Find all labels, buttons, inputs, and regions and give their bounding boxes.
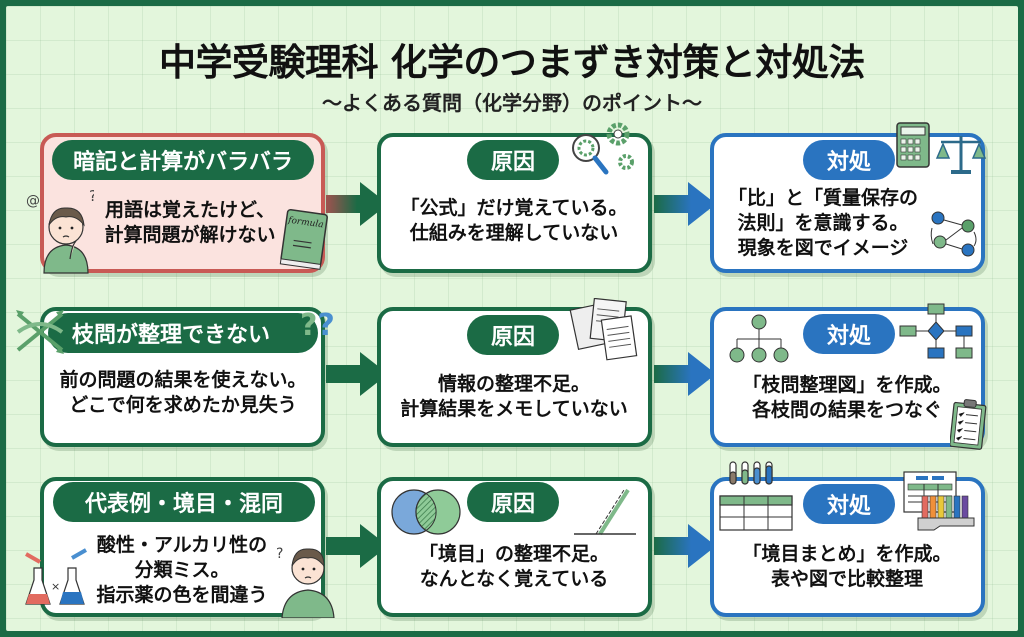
- problem-text-line: どこで何を求めたか見失う: [69, 394, 297, 416]
- tree-diagram-icon: [729, 314, 789, 363]
- magnifier-gears-icon: [572, 122, 634, 175]
- cause-text-2: 情報の整理不足。 計算結果をメモしていない: [380, 372, 648, 422]
- documents-icon: [569, 298, 638, 361]
- cause-text-1: 「公式」だけ覚えている。 仕組みを理解していない: [380, 196, 648, 246]
- flow-arrow-blue: [654, 524, 716, 568]
- question-mark-blue: ?: [317, 308, 335, 343]
- solution-text-line: 現象を図でイメージ: [737, 237, 909, 259]
- cause-label-3: 原因: [467, 482, 559, 522]
- ph-color-chart-icon: [903, 471, 975, 531]
- flow-arrow-blue: [654, 352, 716, 396]
- svg-text:?: ?: [276, 546, 283, 562]
- problem-label-2: 枝問が整理できない: [48, 313, 318, 353]
- solution-text-line: 各枝問の結果をつなぐ: [751, 399, 942, 421]
- boundary-line-icon: [574, 488, 636, 536]
- page-subtitle: 〜よくある質問（化学分野）のポイント〜: [322, 91, 702, 115]
- flow-arrow-green: [326, 182, 388, 226]
- cause-text-line: 「境目」の整理不足。: [418, 543, 609, 565]
- flow-arrow-green: [326, 524, 388, 568]
- problem-label-3: 代表例・境目・混同: [53, 482, 315, 522]
- calculator-icon: [896, 122, 930, 168]
- cycle-diagram-icon: [930, 211, 977, 257]
- solution-text-line: 法則」を意識する。: [737, 212, 909, 234]
- solution-text-line: 「比」と「質量保存の: [727, 187, 918, 209]
- thinking-student-icon: ?: [276, 546, 335, 618]
- solution-text-line: 「境目まとめ」を作成。: [742, 543, 952, 565]
- cause-text-line: 仕組みを理解していない: [409, 222, 619, 244]
- cause-text-line: 情報の整理不足。: [437, 373, 590, 395]
- solution-text-2: 「枝問整理図」を作成。 各枝問の結果をつなぐ: [716, 373, 978, 423]
- cause-label-2: 原因: [467, 315, 559, 355]
- problem-label-1: 暗記と計算がバラバラ: [52, 140, 314, 180]
- page-title: 中学受験理科 化学のつまずき対策と対処法: [159, 41, 865, 84]
- clipboard-checklist-icon: [950, 399, 987, 450]
- problem-text-line: 指示薬の色を間違う: [96, 584, 268, 606]
- test-tubes-table-icon: [719, 461, 793, 531]
- problem-text-line: 分類ミス。: [134, 559, 230, 581]
- cause-label-1: 原因: [467, 140, 559, 180]
- question-marks-icon: ??: [300, 308, 335, 343]
- solution-label-3: 対処: [803, 484, 895, 524]
- svg-text:?: ?: [89, 187, 94, 205]
- cause-text-line: 「公式」だけ覚えている。: [400, 197, 628, 219]
- problem-text-1: 用語は覚えたけど、 計算問題が解けない: [80, 198, 300, 248]
- cause-text-3: 「境目」の整理不足。 なんとなく覚えている: [380, 542, 648, 592]
- problem-text-line: 計算問題が解けない: [104, 224, 276, 246]
- solution-text-line: 「枝問整理図」を作成。: [742, 374, 952, 396]
- formula-book-icon: [279, 208, 328, 270]
- svg-text:@: @: [26, 193, 40, 209]
- venn-diagram-icon: [391, 489, 461, 535]
- question-mark-green: ?: [300, 308, 318, 343]
- problem-text-line: 用語は覚えたけど、: [104, 199, 276, 221]
- flow-arrow-blue: [654, 182, 716, 226]
- problem-text-line: 前の問題の結果を使えない。: [59, 369, 307, 391]
- flasks-icon: ×: [25, 548, 87, 605]
- flowchart-icon: [899, 303, 973, 359]
- cause-text-line: 計算結果をメモしていない: [400, 398, 628, 420]
- solution-text-1: 「比」と「質量保存の 法則」を意識する。 現象を図でイメージ: [718, 186, 928, 261]
- svg-text:×: ×: [51, 580, 60, 593]
- flow-arrow-green: [326, 352, 388, 396]
- cause-text-line: なんとなく覚えている: [419, 568, 609, 590]
- solution-text-line: 表や図で比較整理: [770, 568, 923, 590]
- problem-text-line: 酸性・アルカリ性の: [96, 534, 268, 556]
- solution-text-3: 「境目まとめ」を作成。 表や図で比較整理: [716, 542, 978, 592]
- balance-scale-icon: [935, 136, 987, 174]
- solution-label-1: 対処: [803, 140, 895, 180]
- tangled-arrows-icon: [16, 310, 64, 354]
- solution-label-2: 対処: [803, 314, 895, 354]
- confused-student-icon: @ ?: [26, 187, 94, 274]
- problem-text-3: 酸性・アルカリ性の 分類ミス。 指示薬の色を間違う: [82, 533, 282, 608]
- problem-text-2: 前の問題の結果を使えない。 どこで何を求めたか見失う: [44, 368, 322, 418]
